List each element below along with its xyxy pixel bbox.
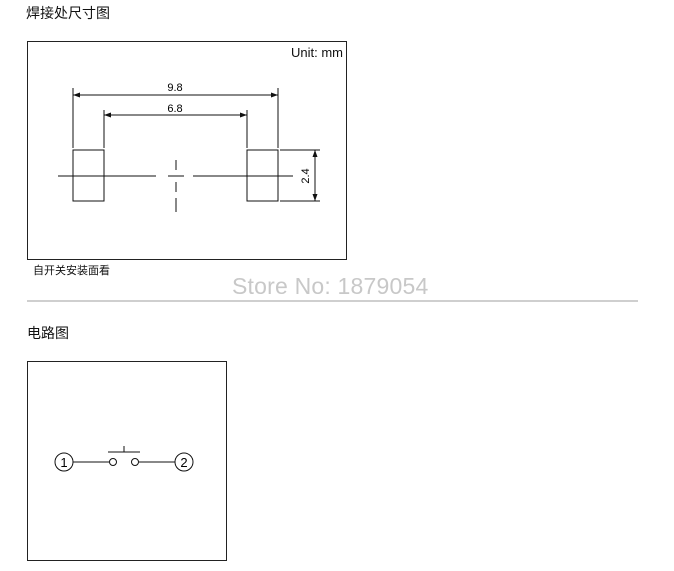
outer-arrow-right [271,92,278,98]
inner-dimension-label: 6.8 [167,103,182,115]
outer-dimension-label: 9.8 [167,82,182,94]
pin-2-label: 2 [180,455,187,470]
outer-arrow-left [73,92,80,98]
height-dimension-label: 2.4 [300,168,312,183]
inner-arrow-left [104,112,111,118]
height-arrow-top [312,150,318,157]
solder-pad-drawing: 9.8 6.8 2.4 [58,82,320,212]
pin-1-label: 1 [60,455,67,470]
unit-label: Unit: mm [291,45,343,60]
solder-pad-diagram: Unit: mm 9.8 6.8 2.4 [27,41,347,260]
height-arrow-bottom [312,194,318,201]
store-number-watermark: Store No: 1879054 [232,273,429,299]
mounting-view-caption: 自开关安装面看 [33,264,110,277]
inner-arrow-right [240,112,247,118]
circuit-diagram: 1 2 [27,361,227,561]
section-divider [27,300,638,302]
circuit-diagram-title: 电路图 [27,326,69,342]
contact-right [131,458,139,466]
solder-pad-dimension-title: 焊接处尺寸图 [26,6,110,22]
contact-left [109,458,117,466]
circuit-drawing: 1 2 [54,446,194,472]
